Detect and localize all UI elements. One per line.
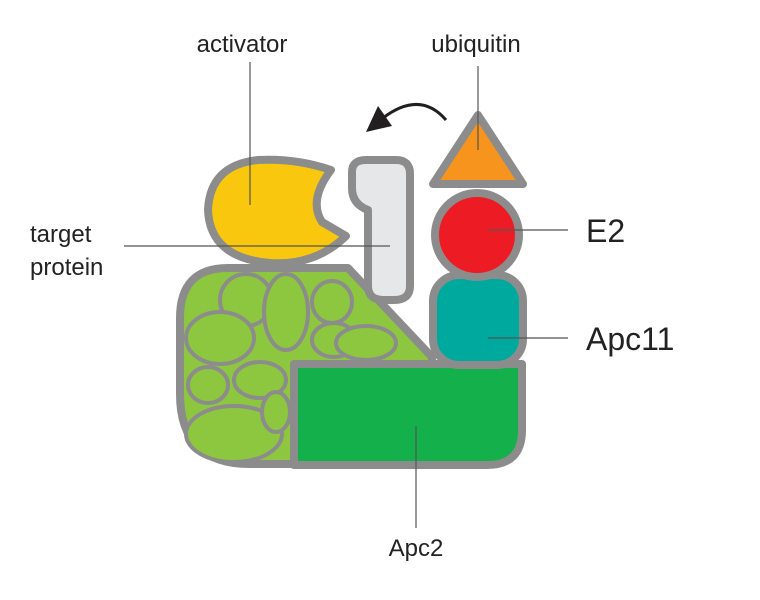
complex-subunits xyxy=(184,272,398,464)
transfer-arrow xyxy=(382,103,448,121)
target-protein-shape xyxy=(348,156,414,304)
label-activator: activator xyxy=(197,31,288,58)
subunit xyxy=(334,324,398,362)
e2-shape xyxy=(431,189,523,281)
subunit xyxy=(184,310,256,366)
subunit xyxy=(260,390,292,434)
apc11-shape xyxy=(429,271,527,369)
subunit xyxy=(186,365,230,405)
label-target-line1: target xyxy=(30,221,92,248)
label-apc2: Apc2 xyxy=(389,535,444,562)
subunit xyxy=(310,279,354,325)
label-target-line2: protein xyxy=(30,254,103,281)
subunit xyxy=(262,272,310,352)
label-e2: E2 xyxy=(586,213,625,249)
label-ubiquitin: ubiquitin xyxy=(431,31,520,58)
label-apc11: Apc11 xyxy=(586,321,674,357)
activator-shape xyxy=(204,155,350,268)
apc2-shape xyxy=(290,360,526,469)
subunit xyxy=(184,404,284,464)
subunit xyxy=(232,360,288,400)
transfer-arrowhead xyxy=(366,106,392,132)
